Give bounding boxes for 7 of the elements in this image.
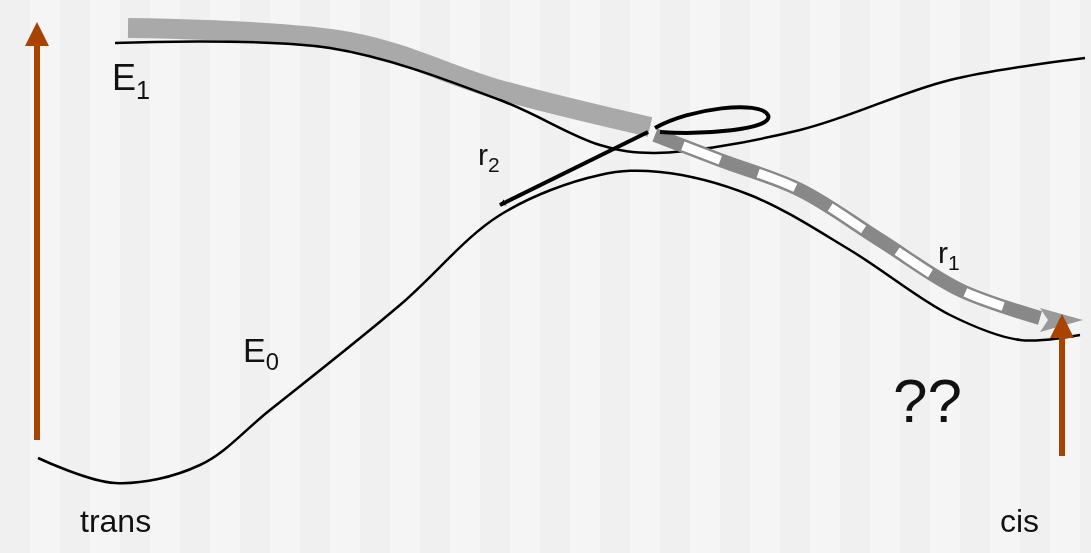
question-marks: ?? [893, 370, 962, 432]
curve-label: r$_{2}$ [478, 140, 500, 176]
state-label: cis [1000, 505, 1040, 537]
curve-label: r$_{1}$ [938, 238, 960, 274]
curve-label: E$_{1}$ [112, 60, 151, 103]
state-label: trans [80, 505, 152, 537]
curve-label: E$_{0}$ [243, 333, 279, 375]
